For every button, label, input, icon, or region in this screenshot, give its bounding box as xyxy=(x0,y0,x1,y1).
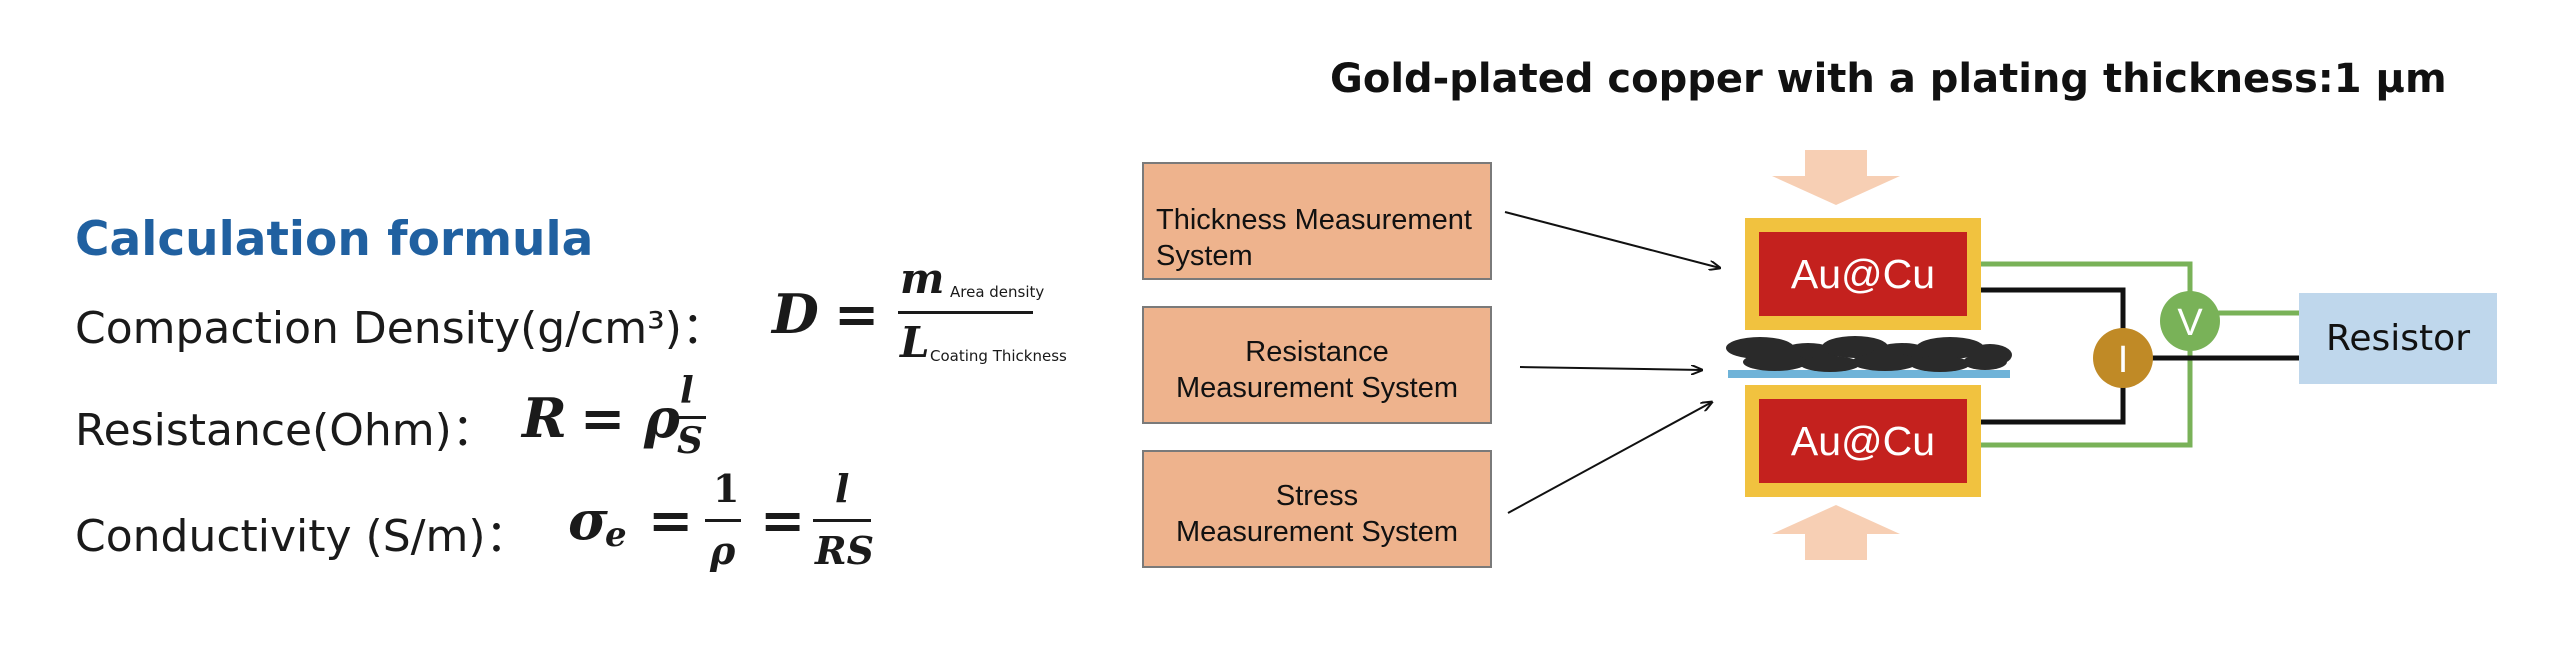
conductivity-label: Conductivity (S/m)： xyxy=(75,511,530,562)
voltage-meter-label: V xyxy=(2177,302,2203,344)
length-symbol: l xyxy=(835,466,850,511)
box-line: Measurement System xyxy=(1175,372,1459,404)
separator-layer xyxy=(1728,370,2010,378)
resistance-symbol: R xyxy=(522,386,567,450)
sample-powder xyxy=(1726,336,2012,372)
box-line: System xyxy=(1156,240,1253,272)
pointer-arrow xyxy=(1507,402,1712,514)
equals-sign: = xyxy=(648,488,694,552)
current-meter-label: I xyxy=(2118,339,2129,381)
box-line: Measurement System xyxy=(1175,516,1459,548)
resistor-box: Resistor xyxy=(2299,293,2497,384)
electrode-bottom: Au@Cu xyxy=(1759,399,1967,483)
pressure-arrow-down xyxy=(1772,150,1900,205)
one-symbol: 1 xyxy=(713,466,740,511)
equals-sign: = xyxy=(834,282,880,346)
fraction-bar xyxy=(705,519,741,522)
current-meter-icon xyxy=(2093,328,2153,388)
pressure-arrow-up xyxy=(1772,505,1900,560)
sigma-subscript: e xyxy=(605,515,627,555)
fraction-bar xyxy=(898,311,1033,314)
mass-symbol: m xyxy=(900,254,945,303)
stress-measurement-box: Stress Measurement System xyxy=(1142,450,1492,568)
resistance-label: Resistance(Ohm)： xyxy=(75,405,496,456)
box-line: Thickness Measurement xyxy=(1156,204,1472,236)
equals-rho: = ρ xyxy=(580,386,680,450)
fraction-bar xyxy=(674,416,706,419)
thickness-symbol: L xyxy=(900,318,930,367)
diagram-title: Gold-plated copper with a plating thickn… xyxy=(1330,56,2447,102)
length-symbol: l xyxy=(680,370,694,412)
pointer-arrow xyxy=(1519,367,1702,370)
pointer-arrow xyxy=(1504,211,1720,268)
compaction-density-label: Compaction Density(g/cm³)： xyxy=(75,303,726,354)
box-line: Resistance xyxy=(1245,336,1389,368)
density-symbol: D xyxy=(772,282,819,346)
equals-sign: = xyxy=(760,488,806,552)
area-symbol: S xyxy=(677,420,703,462)
rs-symbol: RS xyxy=(815,528,875,573)
electrode-top: Au@Cu xyxy=(1759,232,1967,316)
area-density-note: Area density xyxy=(950,283,1045,301)
voltage-wiring xyxy=(1981,261,2300,448)
resistance-measurement-box: Resistance Measurement System xyxy=(1142,306,1492,424)
coating-thickness-note: Coating Thickness xyxy=(930,347,1067,365)
box-line: Stress xyxy=(1275,480,1359,512)
current-wiring xyxy=(1981,287,2300,425)
rho-symbol: ρ xyxy=(710,528,736,573)
voltage-meter-icon xyxy=(2160,291,2220,351)
section-heading: Calculation formula xyxy=(75,212,594,267)
sigma-symbol: σ xyxy=(568,488,608,552)
fraction-bar xyxy=(813,519,871,522)
thickness-measurement-box: Thickness Measurement System xyxy=(1142,162,1492,280)
